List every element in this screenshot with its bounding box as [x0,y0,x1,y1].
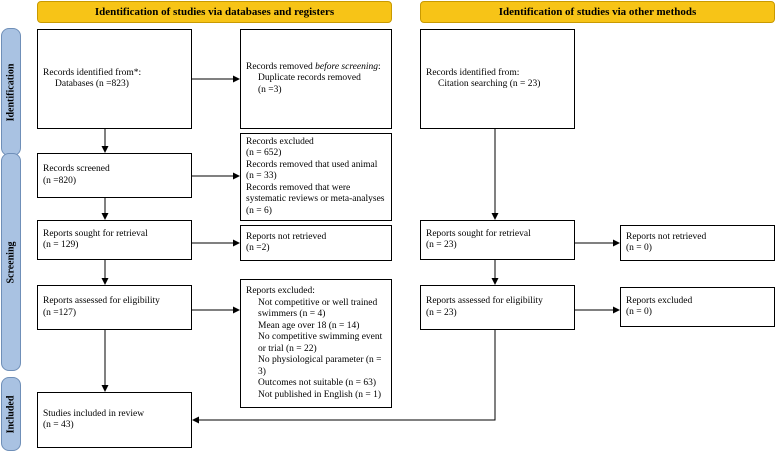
reports-sought-box: Reports sought for retrieval (n = 129) [37,220,192,260]
box-line: Mean age over 18 (n = 14) [258,320,360,331]
box-line: Studies included in review [43,408,145,419]
box-line: Outcomes not suitable (n = 63) [258,378,377,388]
box-line: (n = 129) [43,240,79,250]
box-line: Reports sought for retrieval [426,228,531,239]
box-line: Records screened [43,164,110,174]
box-line: Reports assessed for eligibility [426,296,543,306]
box-line: Duplicate records removed [258,73,361,84]
box-line: Records removed before screening: [246,62,386,74]
box-line: (n = 33) [246,171,277,182]
box-line: (n =820) [43,175,77,186]
box-line: Databases (n =823) [55,79,129,89]
box-line: (n =3) [258,84,282,95]
other-reports-not-retrieved-box: Reports not retrieved (n = 0) [620,225,775,261]
box-line: (n = 23) [426,240,457,250]
box-line: No competitive swimming event [258,332,383,342]
stage-included: Included [1,377,21,451]
box-line: Records excluded [246,136,314,147]
header-databases: Identification of studies via databases … [37,1,392,23]
box-line: swimmers (n = 4) [258,309,326,319]
box-line: Not published in English (n = 1) [258,389,382,400]
box-line: (n = 652) [246,148,282,159]
box-line: No physiological parameter (n = [258,355,382,365]
reports-excluded-box: Reports excluded: Not competitive or wel… [240,279,392,408]
records-screened-box: Records screened (n =820) [37,153,192,198]
box-line: Records identified from: [426,67,520,78]
box-line: or trial (n = 22) [258,343,317,354]
box-line: Reports not retrieved [626,231,707,242]
box-text: : [378,61,381,72]
other-records-identified-box: Records identified from: Citation search… [420,29,575,129]
other-reports-excluded-box: Reports excluded (n = 0) [620,287,775,327]
box-line: Records removed that used animal [246,159,378,170]
box-line: (n = 43) [43,420,74,430]
box-line: (n = 0) [626,307,652,317]
header-other-label: Identification of studies via other meth… [498,6,697,18]
records-removed-box: Records removed before screening: Duplic… [240,29,392,129]
box-line: Reports excluded: [246,286,315,296]
box-line: (n =2) [246,243,270,253]
reports-not-retrieved-box: Reports not retrieved (n =2) [240,225,392,261]
box-line: Reports excluded [626,295,693,306]
box-line: Reports sought for retrieval [43,228,148,239]
box-line: Records removed that were [246,182,351,193]
other-reports-assessed-box: Reports assessed for eligibility (n = 23… [420,285,575,330]
other-reports-sought-box: Reports sought for retrieval (n = 23) [420,220,575,260]
box-line: Citation searching (n = 23) [438,79,541,89]
box-line: Reports assessed for eligibility [43,296,160,306]
records-excluded-box: Records excluded (n = 652) Records remov… [240,133,392,221]
box-line: Reports not retrieved [246,231,327,242]
box-line: Records identified from*: [43,67,142,78]
box-line: (n = 6) [246,205,272,216]
box-text: Records removed [246,61,316,72]
box-line: (n =127) [43,307,77,318]
records-identified-box: Records identified from*: Databases (n =… [37,29,192,129]
reports-assessed-box: Reports assessed for eligibility (n =127… [37,285,192,330]
header-other-methods: Identification of studies via other meth… [420,1,775,23]
studies-included-box: Studies included in review (n = 43) [37,392,192,448]
box-text-italic: before screening [315,61,378,72]
box-line: (n = 0) [626,243,652,253]
arrow-other-assessed-to-included [192,330,496,424]
box-line: Not competitive or well trained [258,297,378,308]
header-databases-label: Identification of studies via databases … [94,6,335,18]
box-line: (n = 23) [426,307,457,318]
box-line: systematic reviews or meta-analyses [246,194,385,205]
box-line: 3) [258,366,266,377]
stage-screening: Screening [1,153,21,371]
